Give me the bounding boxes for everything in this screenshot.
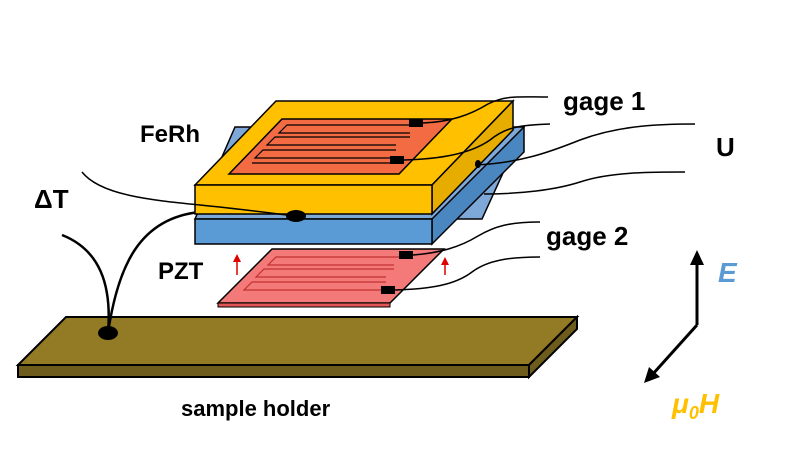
label-mu: μ [671,388,689,419]
gage-1-grid [252,124,414,164]
pzt-front-face [194,218,433,245]
label-h: H [699,388,720,419]
polarization-arrow-left [233,254,241,275]
sample-holder-front [17,364,530,378]
label-sample-holder: sample holder [181,396,331,421]
label-e-field: E [718,257,738,288]
gage-1-terminal-bottom [390,156,404,164]
sample-holder-side [528,314,578,380]
ferh-sensor-wire [81,171,297,217]
label-voltage: U [716,132,735,162]
label-pzt: PZT [158,258,204,285]
gage-2-sensor [216,248,446,308]
gage-2-wire-upper [412,221,541,256]
voltage-contact-dot [475,160,481,168]
voltage-wire-bottom [483,171,686,195]
label-ferh: FeRh [140,121,200,148]
label-delta-t: ΔT [34,184,69,214]
gage-2-wire-lower [394,256,541,291]
gage-1-terminal-top [409,119,423,127]
gage-2-grid [242,256,402,291]
label-h-field: μ0H [671,388,720,423]
label-gage-2: gage 2 [546,221,628,251]
label-mu-subscript: 0 [689,403,699,423]
gage-2-edge [217,302,391,308]
sample-holder-top [15,316,580,366]
h-field-arrow [644,323,699,383]
holder-contact-dot [98,326,118,340]
gage-2-terminal-top [399,251,413,259]
gage-1-wire-lower [403,123,551,161]
ferh-contact-dot [286,210,306,222]
polarization-arrow-right [441,257,449,275]
label-gage-1: gage 1 [563,86,645,116]
e-field-arrow [690,250,704,325]
gage-1-wire-upper [422,96,549,124]
ferh-front-face [194,184,433,215]
thermocouple-wire-left [61,233,110,334]
gage-2-terminal-bottom [381,286,395,294]
sample-holder [15,314,580,380]
voltage-wire-top [474,123,696,166]
gage-1-sensor [227,118,454,175]
